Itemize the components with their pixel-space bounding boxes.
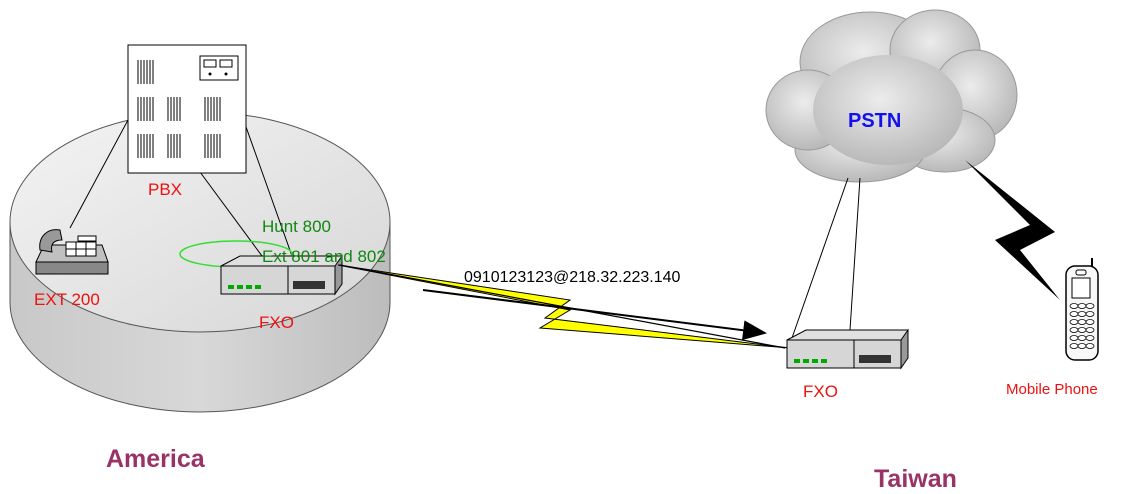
cloud-icon	[765, 9, 1018, 183]
hunt-label: Hunt 800	[262, 217, 331, 236]
wan-link-line	[339, 264, 786, 349]
region-taiwan: Taiwan	[874, 465, 957, 493]
call-direction-arrow	[422, 289, 767, 341]
wireless-lightning-icon	[965, 160, 1060, 300]
region-america: America	[106, 445, 205, 473]
fxo-gateway-icon	[220, 254, 343, 296]
fxo-gateway-icon	[786, 328, 909, 370]
pbx-label: PBX	[148, 180, 183, 199]
mobile-phone-icon	[1065, 258, 1099, 361]
ext200-label: EXT 200	[34, 290, 100, 309]
fxo-right-label: FXO	[803, 382, 838, 401]
pstn-connection-lines	[791, 177, 861, 339]
pstn-label: PSTN	[848, 110, 902, 132]
fxo-left-label: FXO	[259, 313, 294, 332]
ext-range-label: Ext 801 and 802	[262, 247, 386, 266]
pbx-cabinet-icon	[127, 44, 247, 174]
mobile-phone-label: Mobile Phone	[1006, 381, 1098, 398]
dial-string-label: 0910123123@218.32.223.140	[464, 269, 681, 286]
desk-phone-icon	[35, 229, 109, 275]
